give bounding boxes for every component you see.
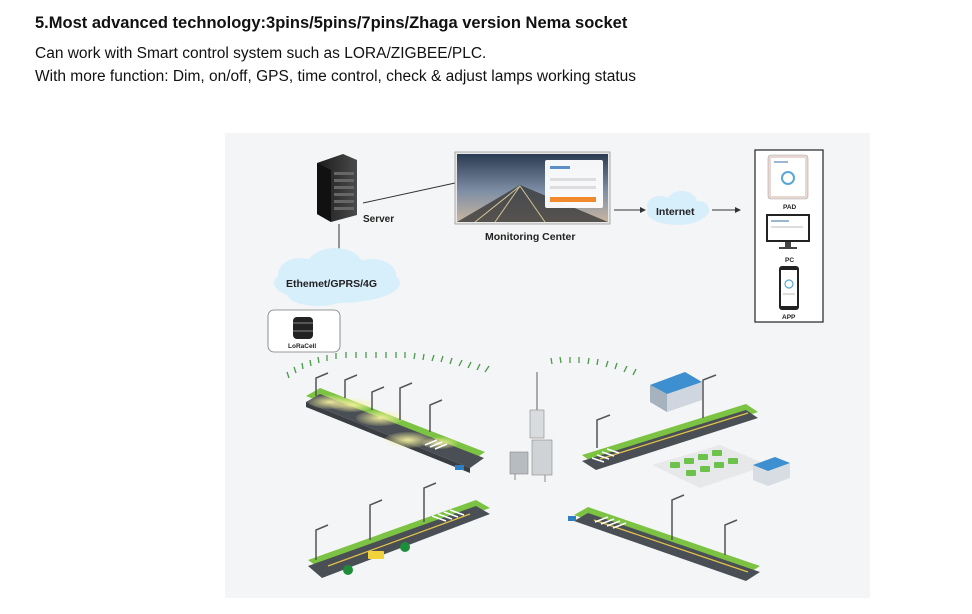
description-line-2: With more function: Dim, on/off, GPS, ti… bbox=[35, 68, 637, 85]
signal-waves-left-icon bbox=[286, 352, 490, 379]
client-label-pc: PC bbox=[785, 257, 794, 264]
road-top-left bbox=[306, 388, 485, 473]
building-icon bbox=[650, 372, 702, 412]
signal-waves-right-icon bbox=[550, 356, 637, 376]
server-link-line bbox=[362, 182, 456, 204]
network-cloud-icon bbox=[274, 248, 400, 306]
tablet-icon bbox=[767, 154, 809, 200]
road-bottom-right bbox=[568, 507, 760, 581]
internet-cloud-icon bbox=[647, 191, 709, 225]
server-label: Server bbox=[363, 214, 394, 225]
base-station-icon bbox=[509, 372, 553, 482]
desktop-icon bbox=[766, 214, 810, 249]
road-bottom-left bbox=[308, 500, 490, 578]
monitoring-screen bbox=[454, 151, 611, 225]
page-title: 5.Most advanced technology:3pins/5pins/7… bbox=[35, 14, 628, 32]
street-lamp-poles-top-right bbox=[596, 374, 717, 448]
smartphone-icon bbox=[779, 266, 799, 310]
lora-device-label: LoRaCell bbox=[288, 343, 316, 350]
description-line-1: Can work with Smart control system such … bbox=[35, 45, 487, 62]
network-label: Ethemet/GPRS/4G bbox=[286, 278, 377, 290]
client-label-app: APP bbox=[782, 314, 796, 321]
parking-lot bbox=[652, 445, 768, 488]
street-lamp-poles-bottom-left bbox=[315, 482, 437, 560]
monitoring-center-label: Monitoring Center bbox=[485, 231, 575, 243]
building-small-icon bbox=[753, 457, 790, 486]
street-lamp-poles-top-left bbox=[315, 372, 443, 432]
server-icon bbox=[317, 154, 357, 222]
street-lamp-poles-bottom-right bbox=[671, 494, 738, 555]
internet-label: Internet bbox=[656, 206, 695, 218]
road-top-right bbox=[582, 404, 758, 470]
client-label-pad: PAD bbox=[783, 204, 797, 211]
lora-node-icon bbox=[293, 317, 313, 339]
